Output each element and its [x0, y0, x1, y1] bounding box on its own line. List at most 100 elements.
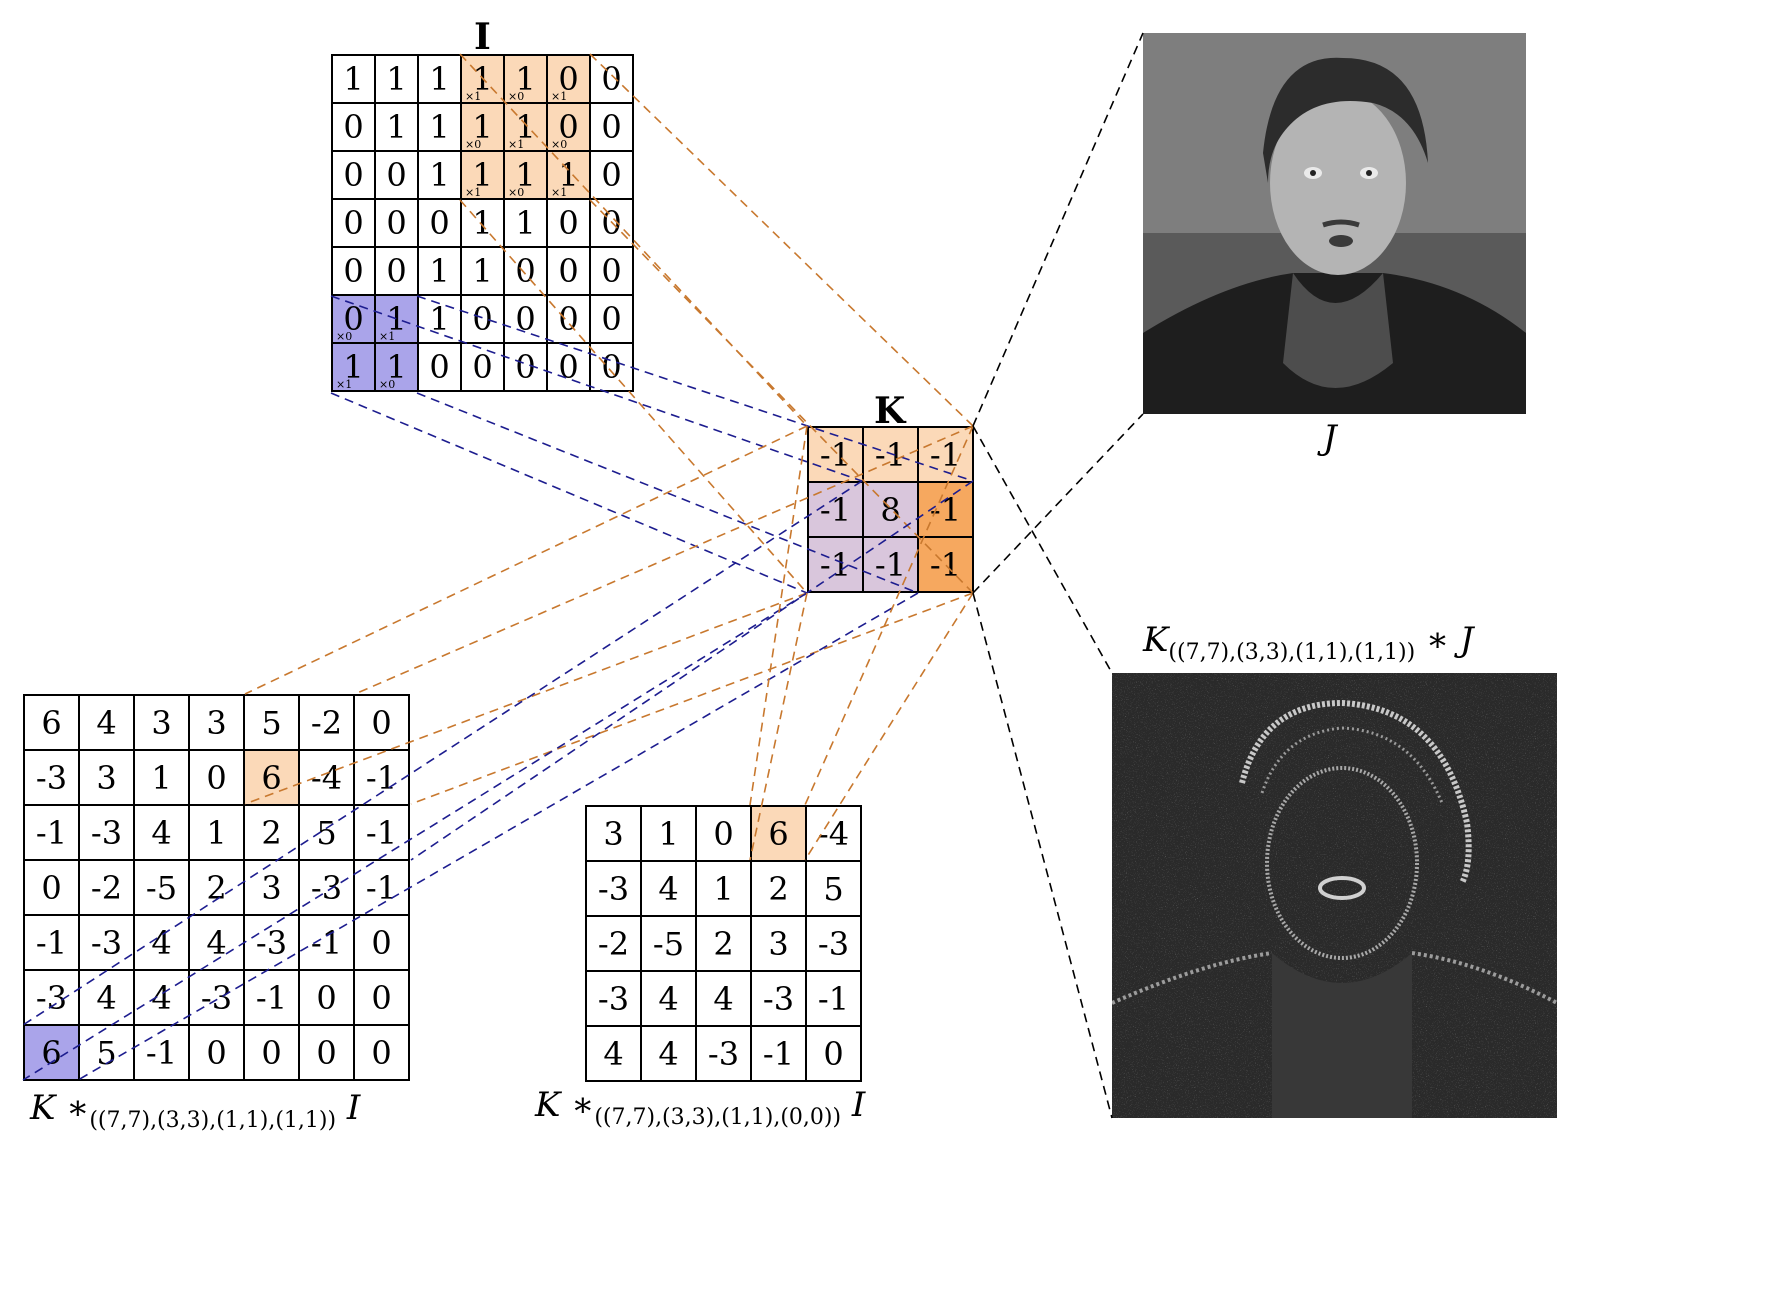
matrix-cell: 0 [190, 1026, 245, 1081]
black-connector-line [972, 32, 1144, 427]
cell-value: -5 [145, 868, 178, 907]
matrix-cell: 0 [333, 248, 376, 296]
kernel-weight-label: ×1 [508, 138, 525, 151]
cell-value: 0 [823, 1034, 844, 1073]
matrix-cell: -3 [25, 751, 80, 806]
matrix-cell: -3 [807, 917, 862, 972]
cell-value: 5 [261, 703, 282, 742]
cell-value: -2 [310, 703, 343, 742]
matrix-cell: -1 [809, 428, 864, 483]
matrix-cell: -4 [300, 751, 355, 806]
cell-value: -3 [762, 979, 795, 1018]
kernel-weight-label: ×1 [551, 186, 568, 199]
matrix-cell: 1 [376, 104, 419, 152]
matrix-cell: 1 [505, 200, 548, 248]
cell-value: -1 [929, 435, 962, 474]
matrix-cell: 1 [419, 104, 462, 152]
cell-value: -1 [365, 813, 398, 852]
matrix-cell: 1 [190, 806, 245, 861]
cell-value: -1 [929, 490, 962, 529]
matrix-cell: 0 [591, 344, 634, 392]
cell-value: -1 [145, 1033, 178, 1072]
kernel-weight-label: ×1 [465, 186, 482, 199]
cell-value: 1 [713, 869, 734, 908]
matrix-cell: 1 [376, 56, 419, 104]
matrix-cell: 1×1 [462, 56, 505, 104]
cell-value: 4 [713, 979, 734, 1018]
cell-value: 5 [316, 813, 337, 852]
cell-value: 0 [515, 348, 536, 386]
matrix-cell: 5 [807, 862, 862, 917]
cell-value: -3 [707, 1034, 740, 1073]
cell-value: 0 [41, 868, 62, 907]
cell-value: 0 [343, 108, 364, 146]
cell-value: 0 [515, 252, 536, 290]
matrix-cell: -4 [807, 807, 862, 862]
cell-value: 2 [713, 924, 734, 963]
caption-symbol: K [535, 1085, 561, 1125]
matrix-cell: 0 [355, 696, 410, 751]
cell-value: -2 [90, 868, 123, 907]
cell-value: -1 [365, 868, 398, 907]
cell-value: 1 [658, 814, 679, 853]
matrix-cell: 4 [587, 1027, 642, 1082]
cell-value: -3 [200, 978, 233, 1017]
cell-value: 4 [658, 979, 679, 1018]
cell-value: 0 [601, 252, 622, 290]
matrix-cell: 0 [355, 916, 410, 971]
matrix-cell: 0 [591, 104, 634, 152]
cell-value: 2 [206, 868, 227, 907]
matrix-cell: -3 [587, 972, 642, 1027]
matrix-cell: 0 [591, 296, 634, 344]
orange-connector-line [749, 425, 808, 806]
cell-value: -1 [365, 758, 398, 797]
caption-operator: ∗ [571, 1085, 595, 1125]
cell-value: 0 [429, 204, 450, 242]
matrix-cell: -3 [80, 916, 135, 971]
matrix-cell: -1 [864, 428, 919, 483]
cell-value: -3 [35, 758, 68, 797]
matrix-cell: 6 [752, 807, 807, 862]
edge-illustration [1112, 673, 1557, 1118]
cell-value: 0 [601, 204, 622, 242]
matrix-cell: -3 [80, 806, 135, 861]
matrix-cell: 4 [642, 1027, 697, 1082]
cell-value: -1 [874, 545, 907, 584]
cell-value: 8 [880, 490, 901, 529]
blue-connector-line [330, 392, 808, 594]
matrix-i-title: I [474, 16, 491, 58]
cell-value: -1 [819, 545, 852, 584]
matrix-cell: -3 [587, 862, 642, 917]
matrix-cell: 1×0 [505, 152, 548, 200]
matrix-cell: 4 [642, 862, 697, 917]
matrix-cell: -5 [642, 917, 697, 972]
matrix-cell: 3 [752, 917, 807, 972]
cell-value: 0 [371, 978, 392, 1017]
cell-value: -1 [35, 923, 68, 962]
matrix-cell: 3 [587, 807, 642, 862]
matrix-cell: 4 [135, 971, 190, 1026]
cell-value: 0 [558, 204, 579, 242]
cell-value: 1 [515, 204, 536, 242]
orange-connector-line [589, 53, 974, 427]
matrix-cell: 0 [376, 200, 419, 248]
cell-value: 4 [151, 923, 172, 962]
cell-value: 2 [768, 869, 789, 908]
kernel-weight-label: ×1 [465, 90, 482, 103]
matrix-cell: 8 [864, 483, 919, 538]
matrix-cell: -1 [919, 483, 974, 538]
matrix-cell: 1×0 [505, 56, 548, 104]
cell-value: 3 [603, 814, 624, 853]
matrix-cell: 6 [25, 1026, 80, 1081]
cell-value: -1 [874, 435, 907, 474]
matrix-cell: 0 [419, 200, 462, 248]
cell-value: -4 [310, 758, 343, 797]
cell-value: -3 [597, 869, 630, 908]
matrix-cell: 0 [548, 248, 591, 296]
matrix-cell: -3 [300, 861, 355, 916]
matrix-cell: 0 [548, 344, 591, 392]
